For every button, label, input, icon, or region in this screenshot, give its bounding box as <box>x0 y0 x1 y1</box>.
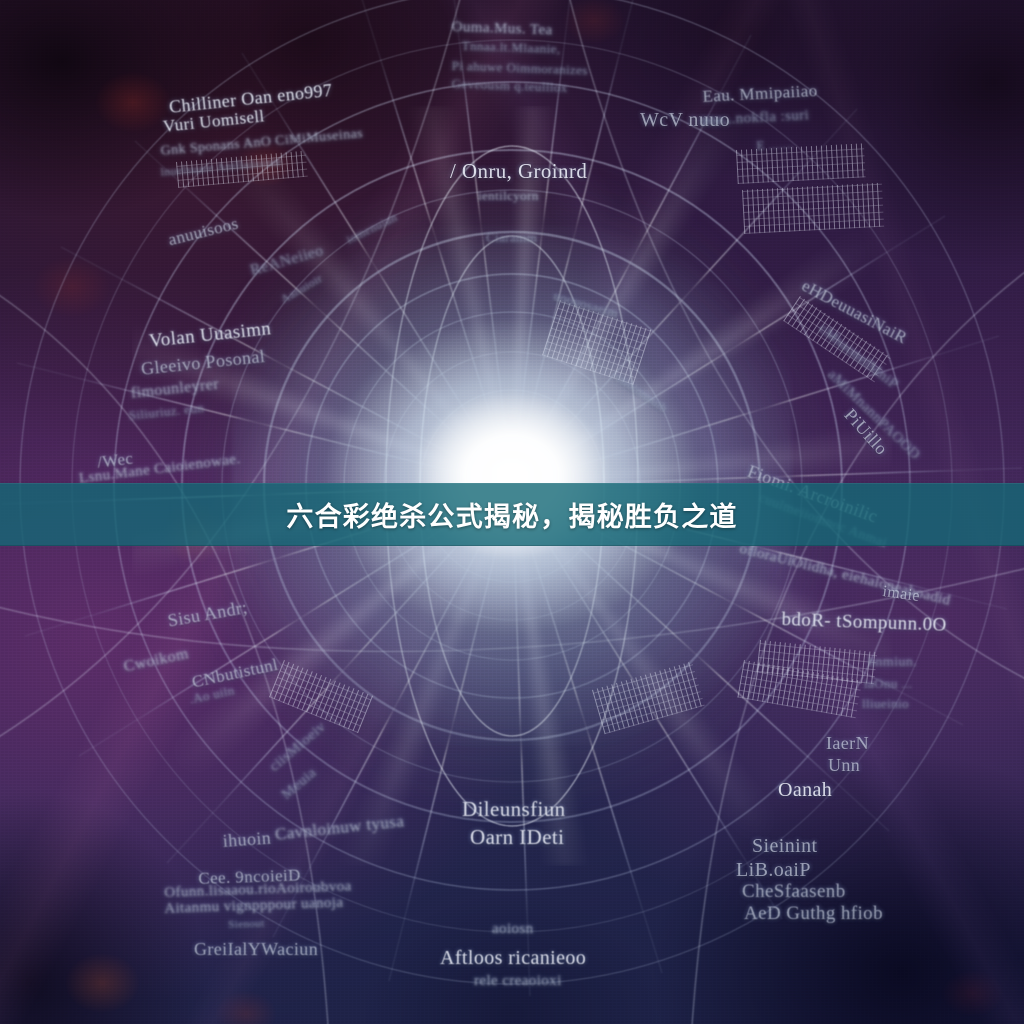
title-banner: 六合彩绝杀公式揭秘，揭秘胜负之道 <box>0 483 1024 546</box>
page-title: 六合彩绝杀公式揭秘，揭秘胜负之道 <box>286 502 738 533</box>
